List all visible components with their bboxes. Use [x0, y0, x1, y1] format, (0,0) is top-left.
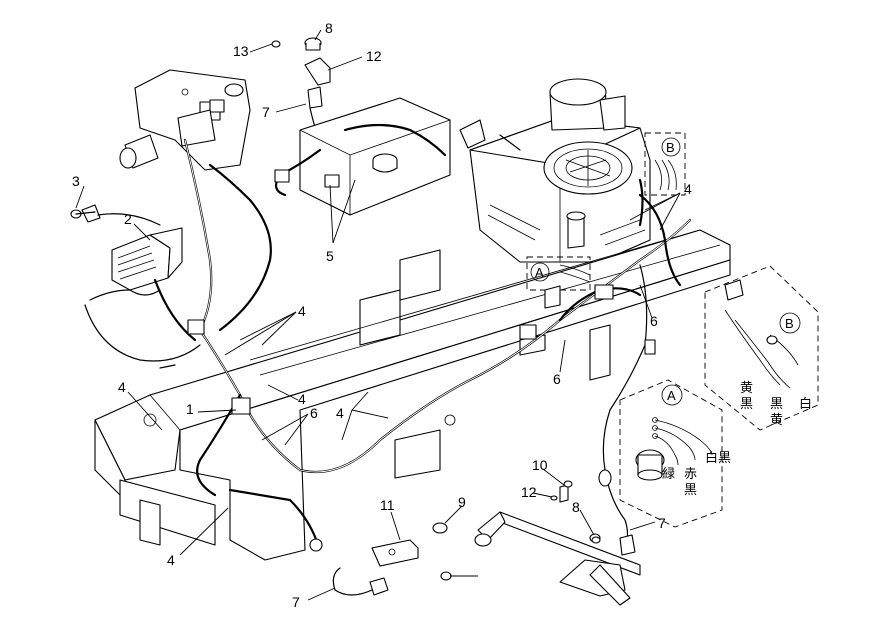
detail-marker-a: A	[667, 388, 676, 403]
detail-a-box-engine	[526, 256, 591, 309]
label-green: 緑	[662, 467, 675, 482]
chassis-frame	[94, 229, 731, 561]
callout-7: 9	[458, 494, 466, 510]
callout-5: 6	[553, 371, 561, 387]
pedal-shaft	[474, 484, 641, 606]
detail-a-inset	[619, 379, 723, 528]
callout-8: 10	[532, 457, 548, 473]
label-white-black: 白黒	[705, 450, 731, 466]
callouts: 8 12 13 7 3 2 5 4 4 1 4 6 4 4 4 6 6 11 9…	[72, 20, 692, 610]
label-black-yellow: 黒	[770, 397, 783, 412]
callout-10: 11	[380, 497, 395, 513]
label-red-black-2: 黒	[684, 483, 697, 498]
headlight	[81, 204, 183, 291]
battery-tray	[299, 97, 486, 216]
leader-lines	[75, 29, 681, 601]
detail-marker-a: A	[535, 265, 544, 280]
top-switch-bracket	[271, 37, 331, 141]
wire-color-labels: 黄 黒 黒 黄 白 白黒 緑 赤 黒	[662, 381, 812, 498]
callout-13: 13	[233, 43, 249, 59]
callout-6: 7	[658, 515, 666, 531]
callout-4: 4	[298, 303, 306, 319]
callout-7: 8	[572, 499, 580, 515]
callout-6: 7	[292, 594, 300, 610]
callout-9: 12	[521, 484, 537, 500]
callout-7: 8	[325, 20, 333, 36]
detail-b-box-engine	[644, 132, 686, 196]
label-white-b: 白	[799, 396, 812, 412]
callout-2: 2	[124, 211, 132, 227]
detail-marker-b: B	[666, 140, 675, 155]
callout-5: 5	[326, 248, 334, 264]
detail-marker-b: B	[785, 316, 794, 331]
callout-4: 4	[298, 391, 306, 407]
label-red-black: 赤	[684, 467, 697, 482]
callout-6: 7	[262, 104, 270, 120]
label-yellow-black-2: 黒	[740, 397, 753, 412]
detail-b-inset	[704, 265, 819, 431]
callout-4: 4	[118, 379, 126, 395]
control-panel-bracket	[119, 69, 251, 171]
label-black-yellow-2: 黄	[770, 413, 783, 428]
callout-4: 4	[336, 405, 344, 421]
callout-4: 4	[167, 552, 175, 568]
harness-connectors	[187, 169, 656, 596]
label-yellow-black: 黄	[740, 381, 753, 396]
callout-5: 6	[310, 405, 318, 421]
callout-1: 1	[186, 401, 194, 417]
fasteners	[70, 209, 601, 544]
bracket-10	[332, 522, 452, 596]
engine	[469, 78, 651, 263]
callout-12: 12	[366, 48, 382, 64]
detail-markers: A B B A	[535, 140, 794, 403]
callout-4: 4	[684, 181, 692, 197]
callout-3: 3	[72, 173, 80, 189]
callout-5: 6	[650, 313, 658, 329]
